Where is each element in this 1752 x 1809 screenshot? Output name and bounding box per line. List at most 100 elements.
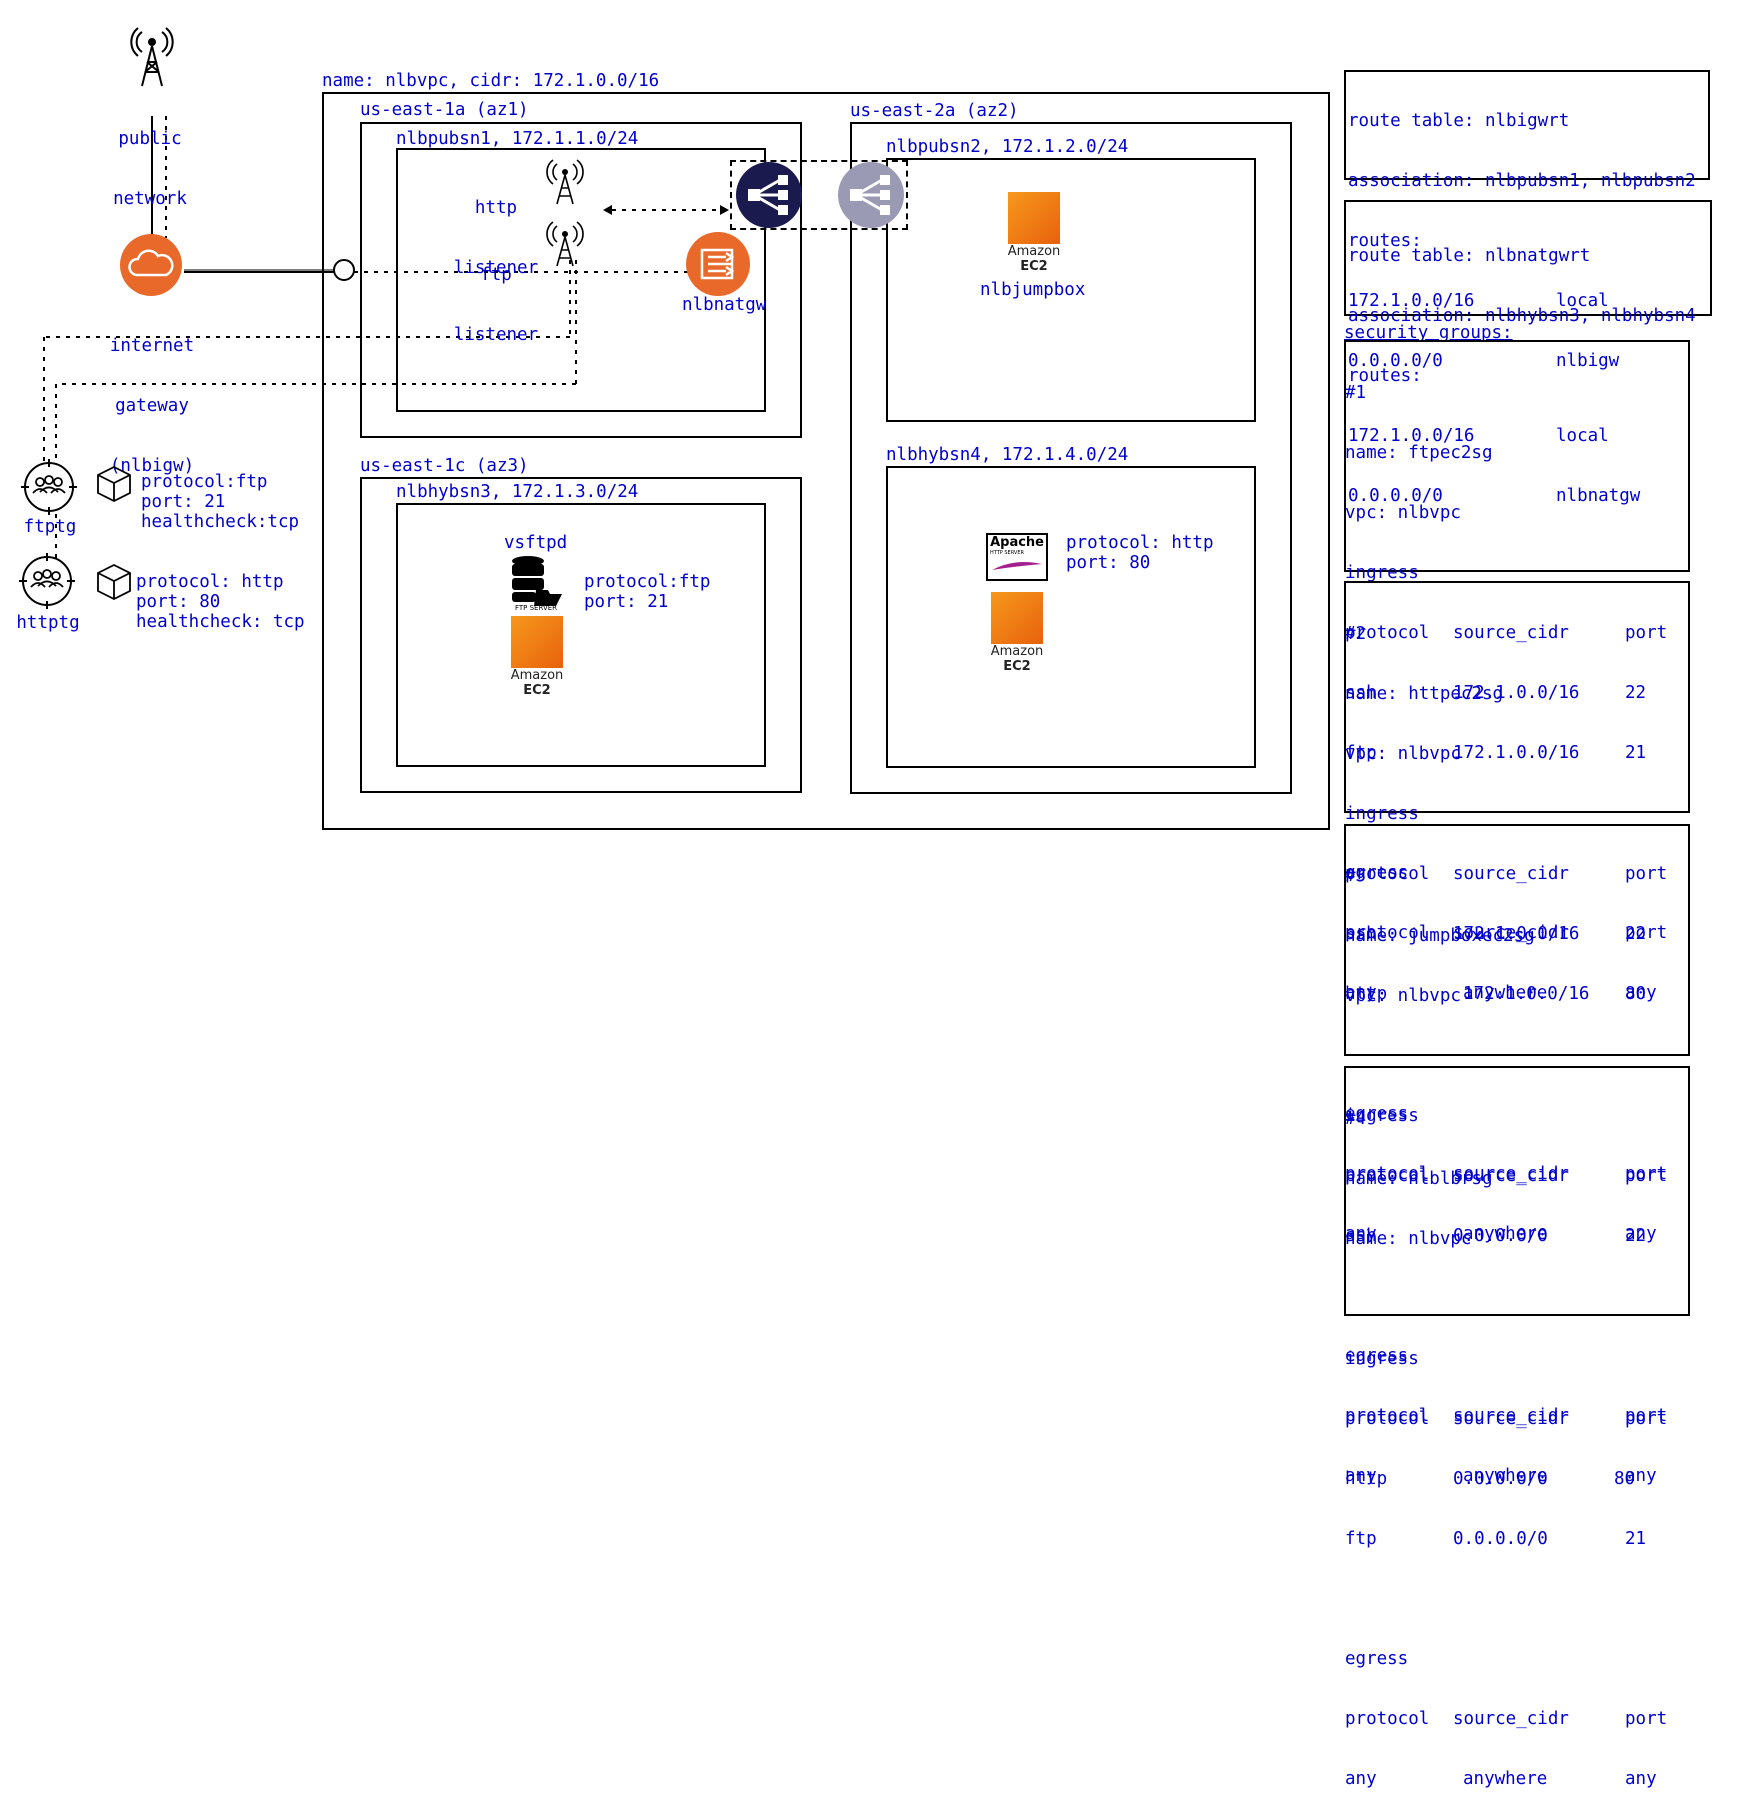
col-port: port: [1625, 1166, 1668, 1186]
ftp-tg-cube-icon: [94, 464, 134, 504]
http-listener-label: http listener: [446, 158, 546, 298]
az3-label: us-east-1c (az3): [360, 456, 529, 476]
ftp-ec2-icon[interactable]: Amazon EC2: [497, 616, 577, 698]
ftp-target-group-icon[interactable]: [20, 458, 78, 516]
az3-box: [360, 477, 802, 793]
jumpbox-ec2-icon[interactable]: Amazon EC2: [994, 192, 1074, 274]
col-protocol: protocol: [1345, 1709, 1430, 1729]
route-cidr: 172.1.0.0/16: [1348, 291, 1475, 311]
vpc-box: [322, 92, 1330, 830]
sg-egress-label: egress: [1345, 1649, 1409, 1669]
route-cidr: 0.0.0.0/0: [1348, 351, 1443, 371]
rule-port: any: [1625, 983, 1657, 1003]
ec2-line1: Amazon: [990, 644, 1044, 659]
sg-vpc: vpc: nlbvpc: [1345, 744, 1461, 764]
http-tg-protocol: protocol: http: [136, 572, 284, 592]
sg-3-text: #3 name: jumpboxec2sg vpc: nlbvpc ingres…: [1345, 826, 1685, 1506]
sg-egress-label: egress: [1345, 1104, 1409, 1124]
rule-protocol: ftp: [1345, 743, 1377, 763]
vpc-label: name: nlbvpc, cidr: 172.1.0.0/16: [322, 71, 660, 91]
rule-cidr: 0.0.0.0/0: [1453, 1529, 1548, 1549]
sg-egress-label: egress: [1345, 1346, 1409, 1366]
nlb-az2-icon[interactable]: [838, 162, 904, 228]
rule-port: 80: [1614, 1469, 1636, 1489]
sg-vpc: vpc: nlbvpc: [1345, 986, 1461, 1006]
rule-cidr: 172.1.0.0/16: [1453, 683, 1580, 703]
apache-port: port: 80: [1066, 553, 1151, 573]
col-protocol: protocol: [1345, 1406, 1430, 1426]
rule-cidr: 0.0.0.0/0: [1453, 1469, 1548, 1489]
col-source-cidr: source_cidr: [1453, 923, 1569, 943]
col-port: port: [1625, 1409, 1668, 1429]
http-target-group-icon[interactable]: [18, 552, 76, 610]
col-port: port: [1625, 623, 1668, 643]
rt-natgw-route: 0.0.0.0/0 nlbnatgw: [1348, 486, 1696, 506]
sg-egress-label: egress: [1345, 863, 1409, 883]
rt-natgw-title: route table: nlbnatgwrt: [1348, 246, 1591, 266]
http-listener-line2: listener: [453, 258, 539, 278]
col-source-cidr: source_cidr: [1453, 1409, 1569, 1429]
nlb-icon[interactable]: [736, 162, 802, 228]
route-cidr: 0.0.0.0/0: [1348, 486, 1443, 506]
antenna-tower-icon: [130, 22, 174, 88]
ec2-line2: EC2: [1003, 659, 1031, 674]
rule-protocol: http: [1345, 984, 1388, 1004]
apache-brand: Apache: [990, 535, 1044, 550]
vsftpd-port: port: 21: [584, 592, 669, 612]
sg-3-box: [1344, 824, 1690, 1056]
apache-sub: HTTP SERVER: [990, 550, 1024, 556]
nlb-dashed-frame: [730, 160, 908, 230]
http-ec2-icon[interactable]: Amazon EC2: [977, 592, 1057, 674]
hy4-box: [886, 466, 1256, 768]
col-port: port: [1625, 1709, 1668, 1729]
public-network-line2: network: [113, 189, 187, 209]
rule-port: any: [1625, 1769, 1657, 1789]
hy3-box: [396, 503, 766, 767]
col-protocol: protocol: [1345, 1164, 1430, 1184]
route-target: nlbnatgw: [1556, 486, 1641, 506]
route-cidr: 172.1.0.0/16: [1348, 426, 1475, 446]
public-network-label: public network: [100, 89, 200, 229]
http-tg-port: port: 80: [136, 592, 221, 612]
ftp-tg-port: port: 21: [141, 492, 226, 512]
sg-name: name: ftpec2sg: [1345, 443, 1493, 463]
rule-port: any: [1625, 1224, 1657, 1244]
igw-line2: gateway: [115, 396, 189, 416]
rule-port: 22: [1625, 1226, 1647, 1246]
public-network-line1: public: [118, 129, 182, 149]
rule-protocol: ssh: [1345, 924, 1377, 944]
rt-natgw-association: association: nlbhybsn3, nlbhybsn4: [1348, 306, 1696, 326]
sg-1-text: #1 name: ftpec2sg vpc: nlbvpc ingress pr…: [1345, 343, 1685, 1023]
rule-port: 21: [1625, 743, 1647, 763]
sg-ingress-label: ingress: [1345, 804, 1419, 824]
sg-4-text: #4 name: nlblbrsg name: nlbvpc ingress p…: [1345, 1069, 1685, 1809]
hy4-label: nlbhybsn4, 172.1.4.0/24: [886, 445, 1129, 465]
sg-name: name: jumpboxec2sg: [1345, 926, 1535, 946]
nat-gateway-icon[interactable]: [686, 232, 750, 296]
sg-egress-header: protocol source_cidr port: [1345, 1406, 1685, 1426]
rule-protocol: any: [1345, 1466, 1377, 1486]
pub2-label: nlbpubsn2, 172.1.2.0/24: [886, 137, 1129, 157]
col-protocol: protocol: [1345, 923, 1430, 943]
col-port: port: [1625, 1406, 1668, 1426]
sg-num: #3: [1345, 866, 1367, 886]
az2-label: us-east-2a (az2): [850, 101, 1019, 121]
internet-gateway[interactable]: [120, 234, 182, 296]
col-port: port: [1625, 1164, 1668, 1184]
http-listener-line1: http: [474, 198, 518, 218]
ftp-tg-protocol: protocol:ftp: [141, 472, 268, 492]
route-target: local: [1556, 426, 1609, 446]
rt-natgw-route: 172.1.0.0/16 local: [1348, 426, 1696, 446]
pub2-box: [886, 158, 1256, 422]
rule-protocol: any: [1345, 983, 1377, 1003]
